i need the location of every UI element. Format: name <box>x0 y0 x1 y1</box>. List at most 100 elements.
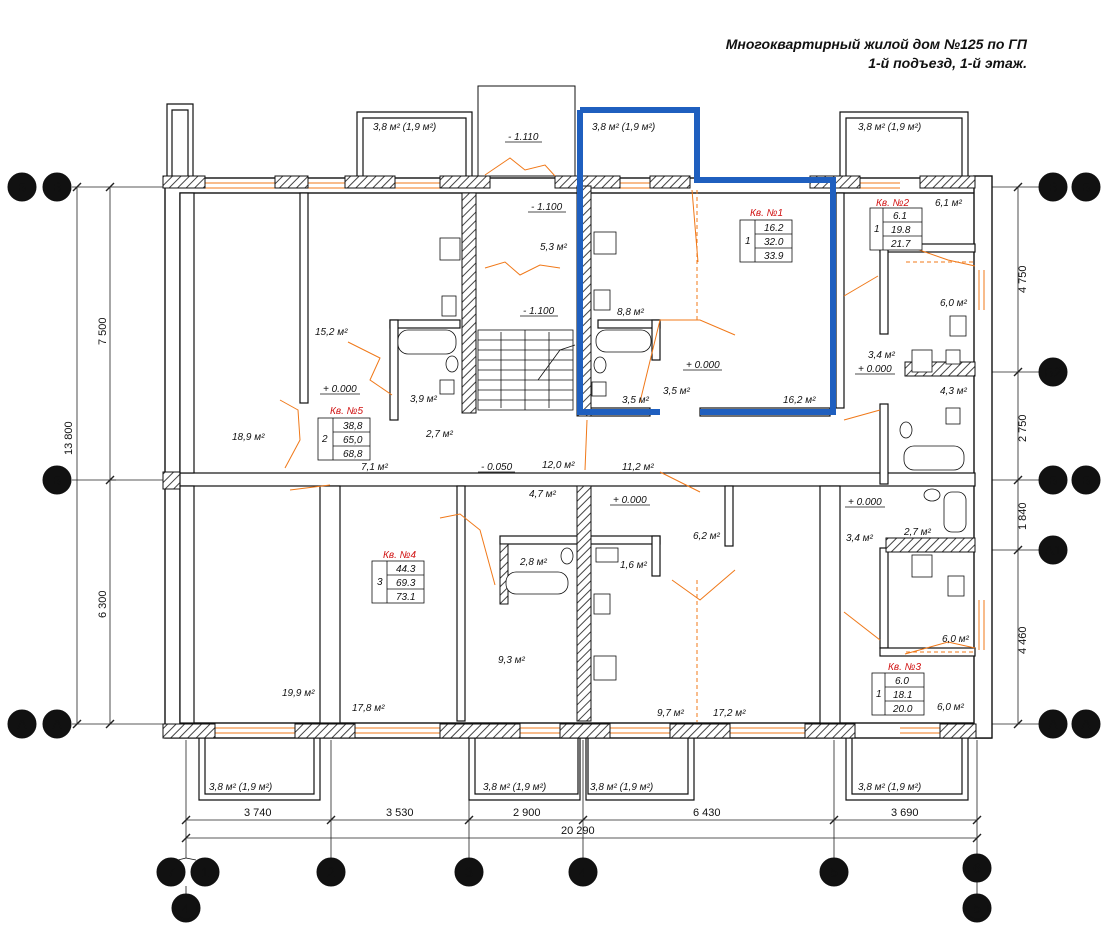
axis-label: 2 <box>327 864 335 880</box>
level-mark: + 0.000 <box>686 360 720 371</box>
axis-label: А <box>52 716 62 732</box>
room-area: 9,3 м² <box>498 655 526 666</box>
level-mark: + 0.000 <box>613 495 647 506</box>
apartment-total-area: 65,0 <box>343 435 363 446</box>
room-area: 3,5 м² <box>663 386 691 397</box>
room-area: 4,3 м² <box>940 386 968 397</box>
dimension-value: 3 530 <box>386 807 414 819</box>
dimension-values: 3 740 3 530 2 900 6 430 3 690 20 290 13 … <box>63 265 1029 837</box>
axis-label: Б <box>17 179 26 195</box>
room-area: 1,6 м² <box>620 560 648 571</box>
apartment-4-label: Кв. №4 3 44.3 69.3 73.1 <box>371 550 425 604</box>
axis-label: В <box>1048 179 1057 195</box>
dimension-value: 6 430 <box>693 807 721 819</box>
apartment-2-label: Кв. №2 1 6.1 19.8 21.7 <box>869 198 923 251</box>
apartment-name: Кв. №4 <box>383 550 417 561</box>
apartment-total-area: 32.0 <box>764 237 784 248</box>
entrance-porch <box>477 85 576 177</box>
apartment-rooms: 3 <box>377 577 383 588</box>
room-area: 11,2 м² <box>622 462 654 473</box>
axis-label: 5 <box>973 900 981 916</box>
apartment-living-area: 6.1 <box>893 211 907 222</box>
axis-label: Б <box>52 472 61 488</box>
dimension-total: 20 290 <box>561 825 595 837</box>
room-area: 4,7 м² <box>529 489 557 500</box>
dimension-total-vertical: 13 800 <box>63 421 75 455</box>
room-area: 2,8 м² <box>519 557 548 568</box>
balcony-area-top-3: 3,8 м² (1,9 м²) <box>858 122 921 133</box>
room-area: 17,8 м² <box>352 703 385 714</box>
apartment-name: Кв. №3 <box>888 662 922 673</box>
room-area: 3,4 м² <box>868 350 896 361</box>
apartment-living-area: 44.3 <box>396 564 416 575</box>
axis-label: А1 <box>1044 542 1061 558</box>
apartment-rooms: 1 <box>874 224 880 235</box>
room-area: 9,7 м² <box>657 708 685 719</box>
axis-label: 7 <box>167 864 175 880</box>
room-areas: 3,8 м² (1,9 м²) 3,8 м² (1,9 м²) 3,8 м² (… <box>209 122 970 793</box>
balcony-area-bottom-2: 3,8 м² (1,9 м²) <box>483 782 546 793</box>
zone-boundaries <box>696 190 975 722</box>
apartment-living-area: 16.2 <box>764 223 784 234</box>
level-marks: - 1.110 - 1.100 - 1.100 + 0.000 + 0.000 … <box>320 132 895 508</box>
apartment-rooms: 1 <box>745 236 751 247</box>
axis-label: Б <box>1081 472 1090 488</box>
hatched-walls <box>461 185 976 722</box>
apartment-rooms: 1 <box>876 689 882 700</box>
dimension-value: 3 740 <box>244 807 272 819</box>
dimension-lines <box>72 182 1023 843</box>
room-area: 2,7 м² <box>425 429 454 440</box>
axis-label: А <box>1048 716 1058 732</box>
axis-bubble-leaders <box>177 857 978 894</box>
apartment-name: Кв. №1 <box>750 208 783 219</box>
apartment-area-with-balcony: 21.7 <box>890 239 911 250</box>
level-mark: - 0.050 <box>481 462 513 473</box>
dimension-value: 3 690 <box>891 807 919 819</box>
balcony-area-top-2: 3,8 м² (1,9 м²) <box>592 122 655 133</box>
room-area: 6,0 м² <box>942 634 970 645</box>
room-area: 18,9 м² <box>232 432 265 443</box>
apartment-3-label: Кв. №3 1 6.0 18.1 20.0 <box>871 662 925 716</box>
axis-label: А <box>1081 716 1091 732</box>
room-area: 6,0 м² <box>940 298 968 309</box>
apartment-name: Кв. №2 <box>876 198 910 209</box>
apartment-1-highlight <box>577 107 836 415</box>
apartment-living-area: 38,8 <box>343 421 363 432</box>
sanitary-fixtures <box>397 231 967 681</box>
level-mark: + 0.000 <box>323 384 357 395</box>
balcony-area-bottom-3: 3,8 м² (1,9 м²) <box>590 782 653 793</box>
apartment-area-with-balcony: 20.0 <box>892 704 913 715</box>
dimension-value: 6 300 <box>97 590 109 618</box>
dimension-value: 7 500 <box>97 317 109 345</box>
dimension-value: 2 750 <box>1017 414 1029 442</box>
plan-title: Многоквартирный жилой дом №125 по ГП <box>725 36 1027 52</box>
apartment-total-area: 19.8 <box>891 225 911 236</box>
axis-label: А <box>17 716 27 732</box>
axis-label: Б2 <box>1045 364 1062 380</box>
level-mark: + 0.000 <box>858 364 892 375</box>
windows <box>205 182 985 734</box>
apartment-1-label: Кв. №1 1 16.2 32.0 33.9 <box>739 208 793 263</box>
level-mark: - 1.110 <box>508 132 539 143</box>
balcony-area-top-1: 3,8 м² (1,9 м²) <box>373 122 436 133</box>
plan-subtitle: 1-й подъезд, 1-й этаж. <box>868 55 1027 71</box>
apartment-area-with-balcony: 73.1 <box>396 592 415 603</box>
axis-label: 4 <box>182 900 190 916</box>
apartment-total-area: 18.1 <box>893 690 912 701</box>
apartment-name: Кв. №5 <box>330 406 364 417</box>
staircase <box>477 329 576 411</box>
axis-label: 4 <box>579 864 587 880</box>
axis-labels: Б В Б А А В Б Б2 Б Б А1 А А 7 1 4 2 3 4 … <box>17 179 1091 916</box>
room-area: 15,2 м² <box>315 327 348 338</box>
apartment-area-with-balcony: 68,8 <box>343 449 363 460</box>
dimension-value: 4 460 <box>1017 626 1029 654</box>
wall-piers <box>162 175 977 739</box>
axis-label: Б <box>1048 472 1057 488</box>
axis-label: 6 <box>973 860 981 876</box>
level-mark: + 0.000 <box>848 497 882 508</box>
axis-label: 3 <box>465 864 473 880</box>
room-area: 6,0 м² <box>937 702 965 713</box>
apartment-total-area: 69.3 <box>396 578 416 589</box>
room-area: 2,7 м² <box>903 527 932 538</box>
room-area: 3,5 м² <box>622 395 650 406</box>
